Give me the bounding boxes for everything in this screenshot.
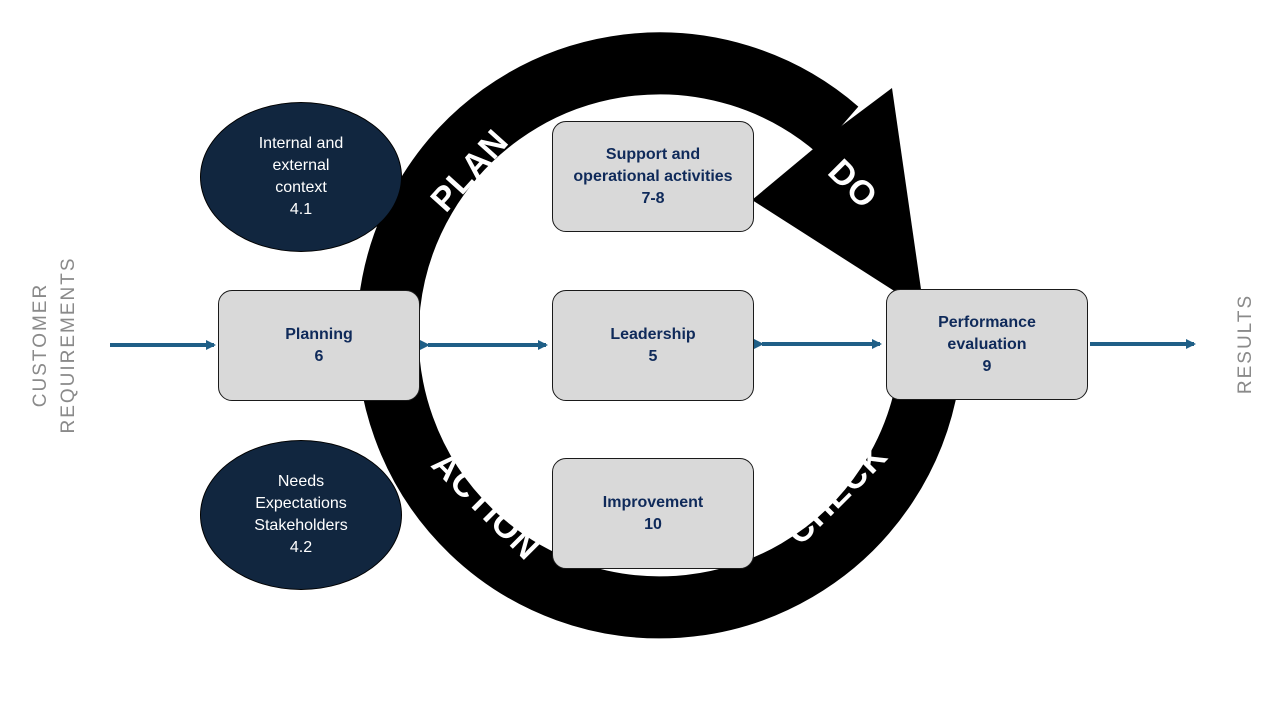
oval-needs-line3: Stakeholders — [254, 517, 348, 534]
box-leadership-number: 5 — [648, 347, 658, 365]
oval-needs-expectations: Needs Expectations Stakeholders 4.2 — [200, 440, 402, 590]
box-performance-evaluation: Performance evaluation 9 — [886, 289, 1088, 400]
customer-label-line1: CUSTOMER — [30, 283, 51, 407]
box-support-line1: Support and — [605, 145, 701, 163]
oval-context-number: 4.1 — [289, 201, 313, 218]
box-planning: Planning 6 — [218, 290, 420, 401]
oval-context-line1: Internal and — [258, 135, 344, 152]
box-leadership: Leadership 5 — [552, 290, 754, 401]
box-support-number: 7-8 — [641, 189, 665, 207]
customer-requirements-label: CUSTOMER REQUIREMENTS — [30, 256, 79, 433]
oval-context-line3: context — [275, 179, 327, 196]
box-planning-line1: Planning — [285, 325, 353, 343]
box-performance-line2: evaluation — [947, 335, 1027, 353]
oval-needs-number: 4.2 — [289, 539, 313, 556]
box-support-line2: operational activities — [573, 167, 733, 185]
customer-label-line2: REQUIREMENTS — [58, 256, 79, 433]
box-leadership-line1: Leadership — [610, 325, 696, 343]
oval-internal-external-context: Internal and external context 4.1 — [200, 102, 402, 252]
box-improvement-line1: Improvement — [602, 493, 704, 511]
results-label: RESULTS — [1235, 294, 1256, 394]
box-performance-number: 9 — [982, 357, 992, 375]
oval-needs-line2: Expectations — [255, 495, 347, 512]
box-planning-number: 6 — [314, 347, 324, 365]
box-improvement: Improvement 10 — [552, 458, 754, 569]
box-performance-line1: Performance — [938, 313, 1036, 331]
box-support-operational: Support and operational activities 7-8 — [552, 121, 754, 232]
cycle-arrowhead — [752, 88, 924, 310]
oval-context-line2: external — [272, 157, 330, 174]
cycle-ring — [356, 32, 959, 639]
oval-needs-line1: Needs — [277, 473, 325, 490]
box-improvement-number: 10 — [644, 515, 662, 533]
